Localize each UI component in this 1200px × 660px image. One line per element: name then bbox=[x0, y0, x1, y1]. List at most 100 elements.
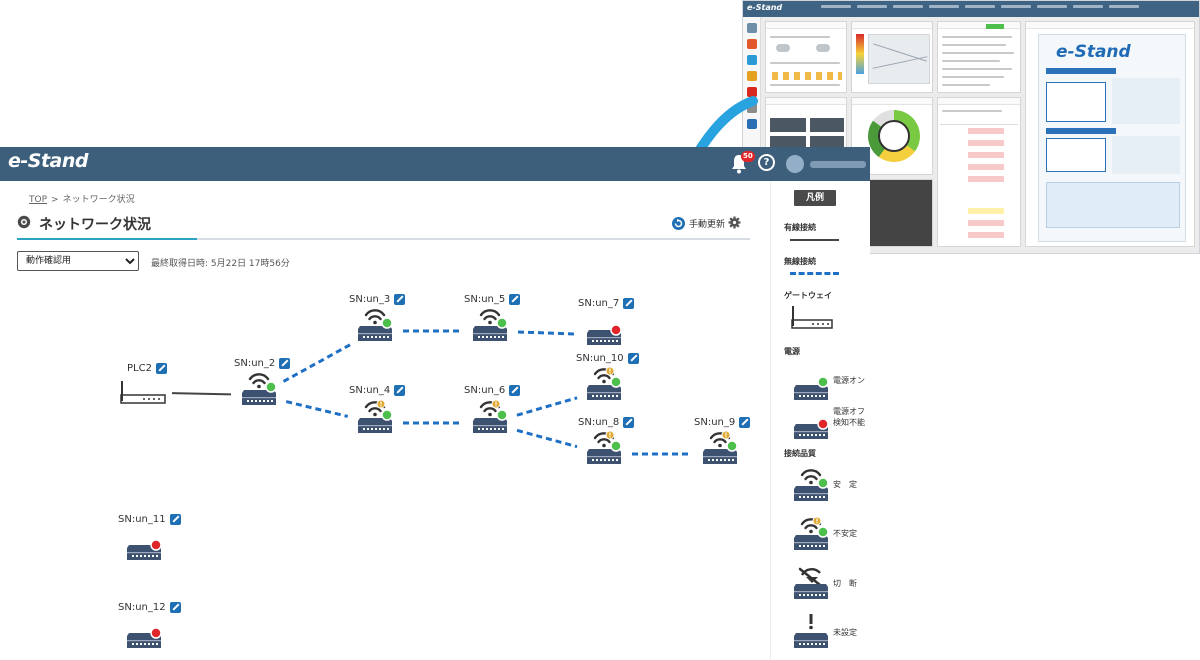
node-name: PLC2 bbox=[127, 363, 152, 374]
breadcrumb-current: ネットワーク状況 bbox=[62, 195, 135, 205]
rain-radar-panel bbox=[851, 21, 933, 93]
sensor-status-panel bbox=[765, 97, 847, 153]
page-title: ネットワーク状況 bbox=[39, 217, 151, 233]
legend-wireless-label: 無線接続 bbox=[784, 257, 816, 266]
link-SN:un_6-SN:un_8 bbox=[516, 428, 578, 449]
legend-unstable-label: 不安定 bbox=[833, 529, 857, 538]
app-logo[interactable]: e-Stand bbox=[8, 150, 89, 172]
legend-power-off-sublabel: 検知不能 bbox=[833, 418, 865, 427]
node-name: SN:un_4 bbox=[349, 385, 391, 396]
legend-power-off-icon bbox=[790, 403, 832, 439]
node-name: SN:un_9 bbox=[694, 417, 736, 428]
legend-gateway-icon bbox=[791, 306, 833, 329]
user-menu[interactable] bbox=[786, 155, 870, 173]
legend-unset-label: 未設定 bbox=[833, 628, 857, 637]
user-name-blurred bbox=[810, 161, 866, 168]
schedule-panel bbox=[937, 97, 1021, 247]
pencil-icon[interactable] bbox=[155, 363, 167, 374]
app-header: e-Stand 50 ? bbox=[0, 147, 870, 181]
legend-stable-label: 安 定 bbox=[833, 480, 857, 489]
link-SN:un_6-SN:un_10 bbox=[516, 396, 578, 417]
legend-title: 凡例 bbox=[794, 190, 836, 206]
sensor-node-icon[interactable] bbox=[238, 369, 282, 407]
node-name: SN:un_12 bbox=[118, 602, 166, 613]
legend-power-off-label: 電源オフ bbox=[833, 407, 865, 416]
manual-refresh-label: 手動更新 bbox=[689, 219, 726, 230]
legend-wired-label: 有線接続 bbox=[784, 223, 816, 232]
gear-icon[interactable] bbox=[728, 216, 741, 229]
link-SN:un_2-SN:un_3 bbox=[282, 343, 352, 383]
sensor-node-icon[interactable] bbox=[354, 397, 398, 435]
help-icon[interactable]: ? bbox=[758, 154, 775, 171]
breadcrumb-top-link[interactable]: TOP bbox=[29, 195, 48, 205]
breadcrumb: TOP>ネットワーク状況 bbox=[29, 192, 135, 205]
sensor-node-icon[interactable] bbox=[123, 612, 167, 650]
gateway-icon[interactable] bbox=[118, 379, 168, 407]
link-SN:un_2-SN:un_4 bbox=[285, 400, 349, 418]
breadcrumb-separator: > bbox=[51, 195, 59, 205]
pencil-icon[interactable] bbox=[394, 385, 406, 396]
legend-quality-label: 接続品質 bbox=[784, 449, 816, 458]
sensor-node-icon[interactable] bbox=[583, 364, 627, 402]
legend-power-label: 電源 bbox=[784, 347, 800, 356]
node-name: SN:un_7 bbox=[578, 298, 620, 309]
last-fetched-time: 最終取得日時: 5月22日 17時56分 bbox=[151, 259, 290, 269]
sensor-node-icon[interactable] bbox=[469, 305, 513, 343]
pencil-icon[interactable] bbox=[509, 294, 521, 305]
sensor-node-icon[interactable] bbox=[469, 397, 513, 435]
pencil-icon[interactable] bbox=[279, 358, 291, 369]
dashboard-topbar: e-Stand bbox=[743, 1, 1199, 17]
legend-wired-line bbox=[790, 239, 839, 241]
weather-panel bbox=[765, 21, 847, 93]
dashboard-brand: e-Stand bbox=[747, 3, 783, 12]
notification-badge: 50 bbox=[741, 151, 755, 162]
pencil-icon[interactable] bbox=[623, 417, 635, 428]
brochure-logo: e-Stand bbox=[1056, 42, 1131, 62]
legend-panel: 凡例 有線接続 無線接続 ゲートウェイ 電源 電源オン 電源オフ 検知不能 接続… bbox=[770, 181, 870, 660]
avatar bbox=[786, 155, 804, 173]
legend-disconnected-label: 切 断 bbox=[833, 579, 857, 588]
node-name: SN:un_2 bbox=[234, 358, 276, 369]
title-divider-accent bbox=[17, 238, 197, 240]
sensor-node-icon[interactable] bbox=[699, 428, 743, 466]
legend-disconnected-icon bbox=[790, 563, 832, 603]
site-select[interactable]: 動作確認用 bbox=[17, 251, 139, 271]
pencil-icon[interactable] bbox=[627, 353, 639, 364]
pencil-icon[interactable] bbox=[169, 602, 181, 613]
pencil-icon[interactable] bbox=[623, 298, 635, 309]
node-name: SN:un_11 bbox=[118, 514, 166, 525]
pencil-icon[interactable] bbox=[394, 294, 406, 305]
pencil-icon[interactable] bbox=[739, 417, 751, 428]
link-SN:un_5-SN:un_7 bbox=[517, 330, 577, 336]
sensor-node-icon[interactable] bbox=[583, 428, 627, 466]
legend-wireless-line bbox=[790, 272, 839, 275]
refresh-icon bbox=[672, 216, 685, 230]
network-graph bbox=[171, 329, 692, 456]
legend-gateway-label: ゲートウェイ bbox=[784, 291, 832, 300]
sensor-node-icon[interactable] bbox=[123, 524, 167, 562]
dashboard-thumbnail: e-Stand bbox=[742, 0, 1200, 254]
legend-power-on-label: 電源オン bbox=[833, 376, 865, 385]
legend-unstable-icon bbox=[790, 514, 832, 554]
legend-unset-icon bbox=[790, 612, 832, 654]
node-name: SN:un_10 bbox=[576, 353, 624, 364]
construction-info-panel bbox=[937, 21, 1021, 93]
title-divider bbox=[17, 238, 750, 240]
dashboard-menu bbox=[821, 5, 1139, 8]
manual-refresh-button[interactable]: 手動更新 bbox=[672, 216, 725, 230]
link-PLC2-SN:un_2 bbox=[171, 392, 232, 396]
network-globe-icon bbox=[17, 215, 31, 229]
pencil-icon[interactable] bbox=[509, 385, 521, 396]
node-name: SN:un_6 bbox=[464, 385, 506, 396]
sensor-node-icon[interactable] bbox=[583, 309, 627, 347]
legend-power-on-icon bbox=[790, 364, 832, 400]
pencil-icon[interactable] bbox=[169, 514, 181, 525]
brochure-panel: e-Stand bbox=[1025, 21, 1195, 247]
node-name: SN:un_8 bbox=[578, 417, 620, 428]
legend-stable-icon bbox=[790, 465, 832, 505]
main-window: e-Stand 50 ? TOP>ネットワーク状況 ネットワーク状況 bbox=[0, 147, 870, 660]
node-name: SN:un_5 bbox=[464, 294, 506, 305]
sensor-node-icon[interactable] bbox=[354, 305, 398, 343]
node-name: SN:un_3 bbox=[349, 294, 391, 305]
